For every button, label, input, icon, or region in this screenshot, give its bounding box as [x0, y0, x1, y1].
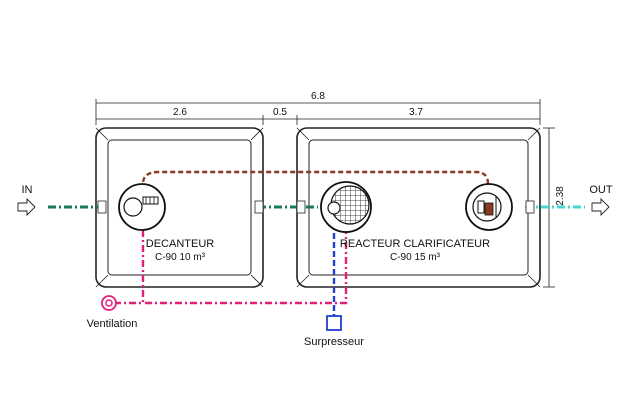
ventilation-symbol: [101, 295, 117, 311]
reacteur-name: REACTEUR CLARIFICATEUR: [340, 238, 490, 250]
ventilation-label: Ventilation: [87, 318, 138, 330]
decanteur-manhole: [118, 183, 166, 231]
transfer-fitting-in: [296, 200, 306, 214]
reacteur-spec: C-90 15 m³: [390, 252, 441, 263]
outlet-label: OUT: [589, 184, 613, 196]
surpresseur-label: Surpresseur: [304, 336, 364, 348]
transfer-fitting-out: [254, 200, 264, 214]
inlet-label: IN: [22, 184, 33, 196]
decanteur-spec: C-90 10 m³: [155, 252, 206, 263]
inlet-fitting: [97, 200, 107, 214]
outlet-fitting: [525, 200, 535, 214]
recirculation-pipe: [141, 170, 490, 205]
dim-right-width: 3.7: [409, 107, 423, 118]
aerator-manhole: [320, 181, 372, 233]
dim-gap: 0.5: [273, 107, 287, 118]
decanteur-name: DECANTEUR: [146, 238, 215, 250]
surpresseur-box: [326, 315, 342, 331]
dim-total: 6.8: [311, 91, 325, 102]
inlet-arrow-icon: [17, 197, 36, 217]
clarifier-manhole: [465, 183, 513, 231]
dim-height: 2.38: [555, 186, 566, 206]
outlet-arrow-icon: [591, 197, 610, 217]
dim-left-width: 2.6: [173, 107, 187, 118]
ventilation-pipe: [141, 215, 348, 305]
